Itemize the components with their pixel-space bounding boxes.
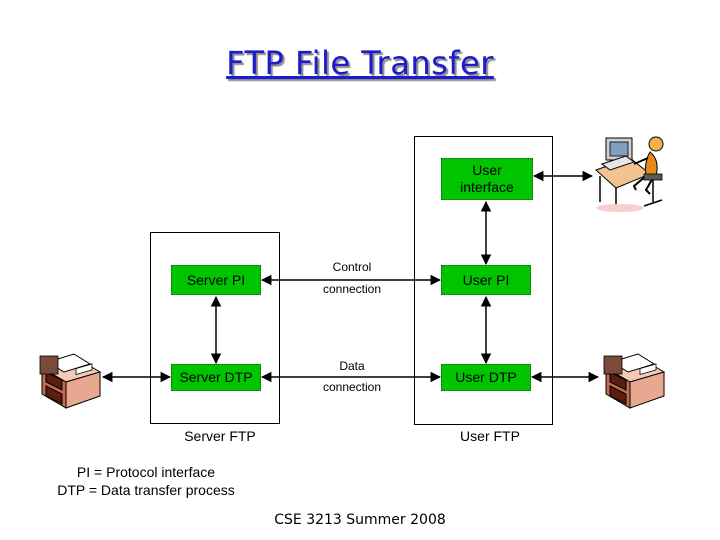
control-label: Control	[332, 260, 372, 274]
slide-title: FTP File Transfer	[226, 44, 494, 82]
legend-dtp: DTP = Data transfer process	[57, 482, 235, 498]
file-cabinet-icon	[39, 353, 102, 409]
legend: PI = Protocol interface DTP = Data trans…	[46, 463, 246, 499]
user-ftp-label: User FTP	[460, 428, 520, 444]
user-dtp-box: User DTP	[441, 364, 531, 391]
user-at-computer-icon	[595, 136, 664, 212]
server-ftp-label: Server FTP	[184, 428, 256, 444]
user-dtp-label: User DTP	[455, 369, 517, 385]
control-connection-label: connection	[322, 282, 382, 296]
data-label: Data	[339, 359, 365, 373]
footer: CSE 3213 Summer 2008	[274, 512, 446, 528]
server-pi-box: Server PI	[171, 265, 261, 295]
legend-pi: PI = Protocol interface	[76, 464, 216, 480]
file-cabinet-icon	[603, 353, 666, 409]
data-connection-label: connection	[322, 380, 382, 394]
server-dtp-label: Server DTP	[179, 369, 253, 385]
user-interface-box: User interface	[441, 158, 533, 200]
user-pi-box: User PI	[441, 265, 531, 295]
server-ftp-frame	[150, 232, 280, 424]
user-pi-label: User PI	[462, 271, 510, 288]
user-interface-label: User interface	[460, 162, 514, 195]
server-dtp-box: Server DTP	[171, 364, 261, 391]
server-pi-label: Server PI	[186, 271, 246, 288]
